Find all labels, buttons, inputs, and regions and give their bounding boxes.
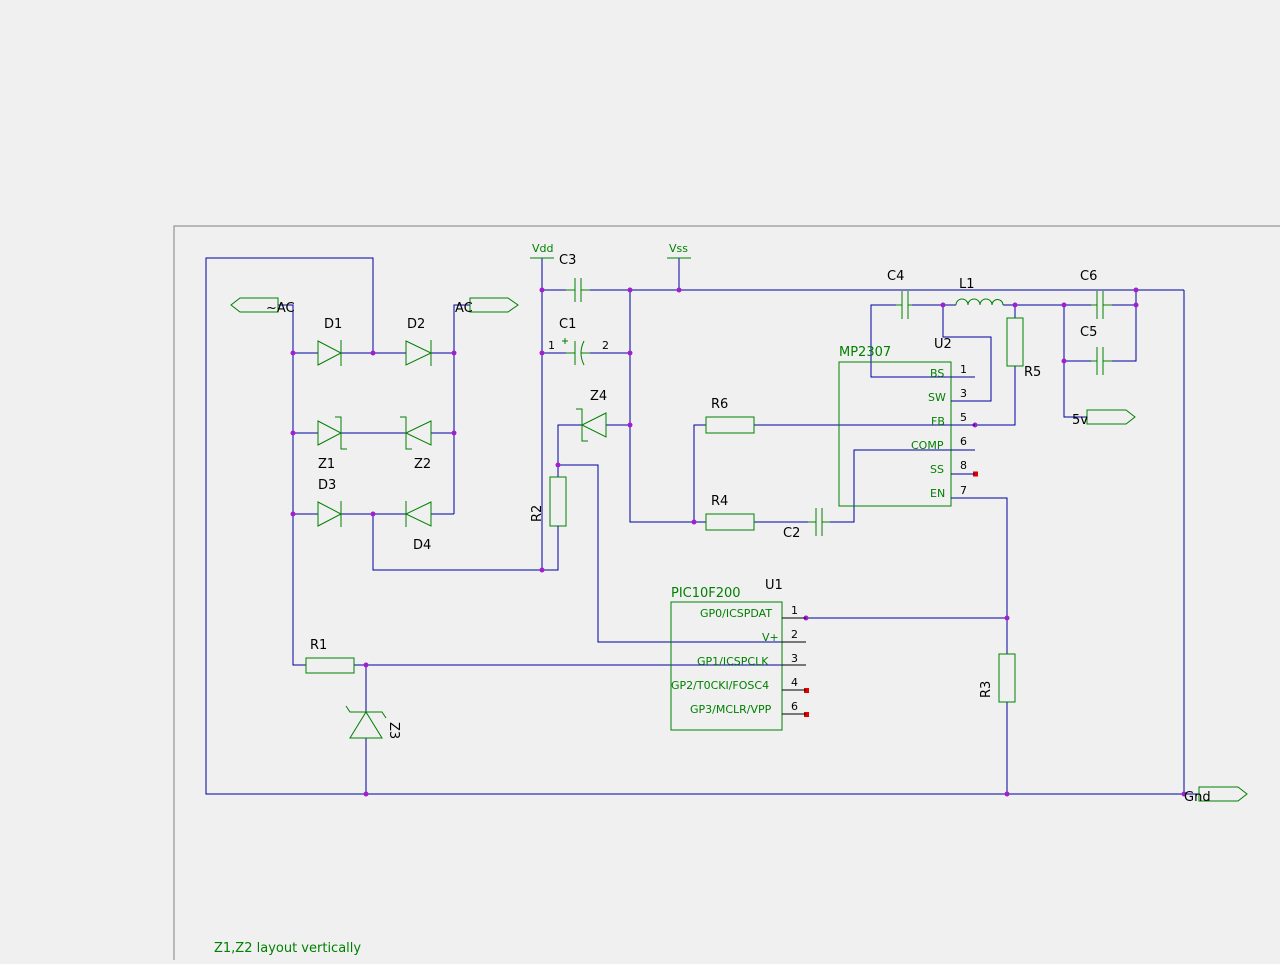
u1-pin4-name: GP2/T0CKI/FOSC4 (671, 679, 769, 692)
resistor-r4[interactable]: R4 (705, 494, 755, 531)
zener-z3[interactable]: Z3 (345, 705, 401, 739)
z3-ref: Z3 (386, 722, 401, 739)
u1-pin1-num: 1 (791, 604, 798, 617)
power-vdd-label: Vdd (532, 242, 554, 255)
c5-ref: C5 (1080, 325, 1097, 340)
c3-ref: C3 (559, 253, 576, 268)
u1-pin6-num: 6 (791, 700, 798, 713)
port-ac-right[interactable]: AC (455, 297, 519, 316)
d2-ref: D2 (407, 317, 425, 332)
resistor-r6[interactable]: R6 (705, 397, 755, 434)
u1-pin4-num: 4 (791, 676, 798, 689)
zener-z2[interactable]: Z2 (400, 416, 432, 472)
capacitor-c4[interactable]: C4 (887, 269, 912, 319)
u2-pin-bs-num: 1 (960, 363, 967, 376)
u2-pin-comp-name: COMP (911, 439, 944, 452)
u1-part: PIC10F200 (671, 586, 741, 601)
power-vdd[interactable]: Vdd (530, 242, 554, 259)
l1-ref: L1 (959, 277, 975, 292)
c1-ref: C1 (559, 317, 576, 332)
u2-pin-en-name: EN (930, 487, 945, 500)
port-5v-label: 5v (1072, 413, 1088, 428)
u1-pin1-name: GP0/ICSPDAT (700, 607, 772, 620)
diode-d4[interactable]: D4 (404, 501, 432, 553)
port-ac-left[interactable]: ~AC (230, 297, 295, 316)
zener-z4[interactable]: Z4 (576, 389, 607, 442)
wires (205, 257, 1199, 795)
c2-ref: C2 (783, 526, 800, 541)
r2-ref: R2 (530, 505, 545, 522)
z4-ref: Z4 (590, 389, 607, 404)
u2-pin-bs-name: BS (930, 367, 944, 380)
resistor-r3[interactable]: R3 (979, 653, 1016, 703)
u1-pin2-name: V+ (762, 631, 779, 644)
capacitor-c1[interactable]: C1 1 2 (548, 317, 609, 366)
u2-pin-comp-num: 6 (960, 435, 967, 448)
c1-pin1: 1 (548, 339, 555, 352)
u1-pin6-name: GP3/MCLR/VPP (690, 703, 772, 716)
resistor-r5[interactable]: R5 (1006, 317, 1041, 380)
u1-ref: U1 (765, 578, 783, 593)
c6-ref: C6 (1080, 269, 1097, 284)
port-ac-right-label: AC (455, 301, 473, 316)
inductor-l1[interactable]: L1 (955, 277, 1004, 306)
power-vss[interactable]: Vss (667, 242, 691, 259)
r6-ref: R6 (711, 397, 728, 412)
junctions (290, 287, 1187, 797)
diode-d2[interactable]: D2 (405, 317, 433, 366)
u2-pin-ss-name: SS (930, 463, 944, 476)
z2-ref: Z2 (414, 457, 431, 472)
no-connect-markers (804, 471, 978, 717)
u2-part: MP2307 (839, 345, 891, 360)
capacitor-c6[interactable]: C6 (1080, 269, 1112, 319)
r4-ref: R4 (711, 494, 728, 509)
layout-note: Z1,Z2 layout vertically (214, 941, 361, 956)
capacitor-c5[interactable]: C5 (1080, 325, 1112, 375)
u2-pin-en-num: 7 (960, 484, 967, 497)
d3-ref: D3 (318, 478, 336, 493)
z1-ref: Z1 (318, 457, 335, 472)
port-5v[interactable]: 5v (1072, 409, 1136, 428)
zener-z1[interactable]: Z1 (317, 416, 347, 472)
sheet-border (173, 225, 1280, 960)
diode-d3[interactable]: D3 (317, 478, 343, 527)
c4-ref: C4 (887, 269, 904, 284)
resistor-r1[interactable]: R1 (305, 638, 355, 674)
u2-pin-fb-num: 5 (960, 411, 967, 424)
port-gnd[interactable]: Gnd (1184, 786, 1248, 805)
ic-u1-pic10f200[interactable]: PIC10F200 U1 GP0/ICSPDAT 1 V+ 2 GP1/ICSP… (670, 578, 806, 731)
r1-ref: R1 (310, 638, 327, 653)
u2-pin-sw-name: SW (928, 391, 946, 404)
port-gnd-label: Gnd (1184, 790, 1211, 805)
u2-ref: U2 (934, 337, 952, 352)
r5-ref: R5 (1024, 365, 1041, 380)
power-vss-label: Vss (669, 242, 688, 255)
u2-pin-sw-num: 3 (960, 387, 967, 400)
resistor-r2[interactable]: R2 (530, 476, 567, 554)
capacitor-c3[interactable]: C3 (559, 253, 590, 302)
u2-pins (951, 376, 975, 499)
u1-pin3-num: 3 (791, 652, 798, 665)
diode-d1[interactable]: D1 (317, 317, 342, 366)
port-ac-left-label: ~AC (266, 301, 295, 316)
d4-ref: D4 (413, 538, 431, 553)
u2-pin-fb-name: FB (931, 415, 945, 428)
u1-pin3-name: GP1/ICSPCLK (697, 655, 769, 668)
u1-pin2-num: 2 (791, 628, 798, 641)
ic-u2-mp2307[interactable]: MP2307 U2 BS 1 SW 3 FB 5 COMP 6 SS 8 EN … (838, 337, 975, 507)
capacitor-c2[interactable]: C2 (783, 508, 830, 541)
c1-pin2: 2 (602, 339, 609, 352)
d1-ref: D1 (324, 317, 342, 332)
u2-pin-ss-num: 8 (960, 459, 967, 472)
r3-ref: R3 (979, 681, 994, 698)
